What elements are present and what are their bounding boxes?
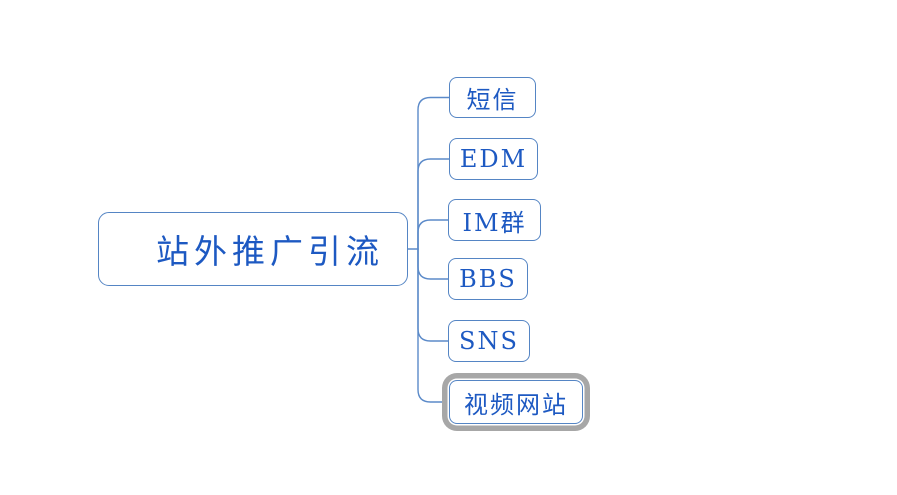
node-bbs-label: BBS (459, 265, 517, 293)
connector-to-im (417, 219, 450, 250)
node-root-label: 站外推广引流 (156, 232, 384, 271)
node-video-sites-label: 视频网站 (464, 390, 568, 419)
node-sms-label: 短信 (466, 86, 519, 114)
node-sns[interactable]: SNS (448, 320, 530, 362)
node-im-group-label: IM群 (462, 208, 527, 237)
connector-to-sms (417, 96, 451, 250)
node-edm-label: EDM (459, 145, 528, 173)
node-im-group[interactable]: IM群 (448, 199, 541, 241)
connector-to-sns (417, 248, 450, 342)
connector-to-edm (417, 158, 451, 250)
node-bbs[interactable]: BBS (448, 258, 528, 300)
node-root[interactable]: 站外推广引流 (98, 212, 408, 286)
connector-to-video (417, 248, 451, 403)
node-sms[interactable]: 短信 (449, 77, 536, 118)
node-sns-label: SNS (459, 327, 519, 355)
connector-to-bbs (417, 248, 450, 280)
node-video-sites[interactable]: 视频网站 (449, 380, 583, 424)
node-edm[interactable]: EDM (449, 138, 538, 180)
